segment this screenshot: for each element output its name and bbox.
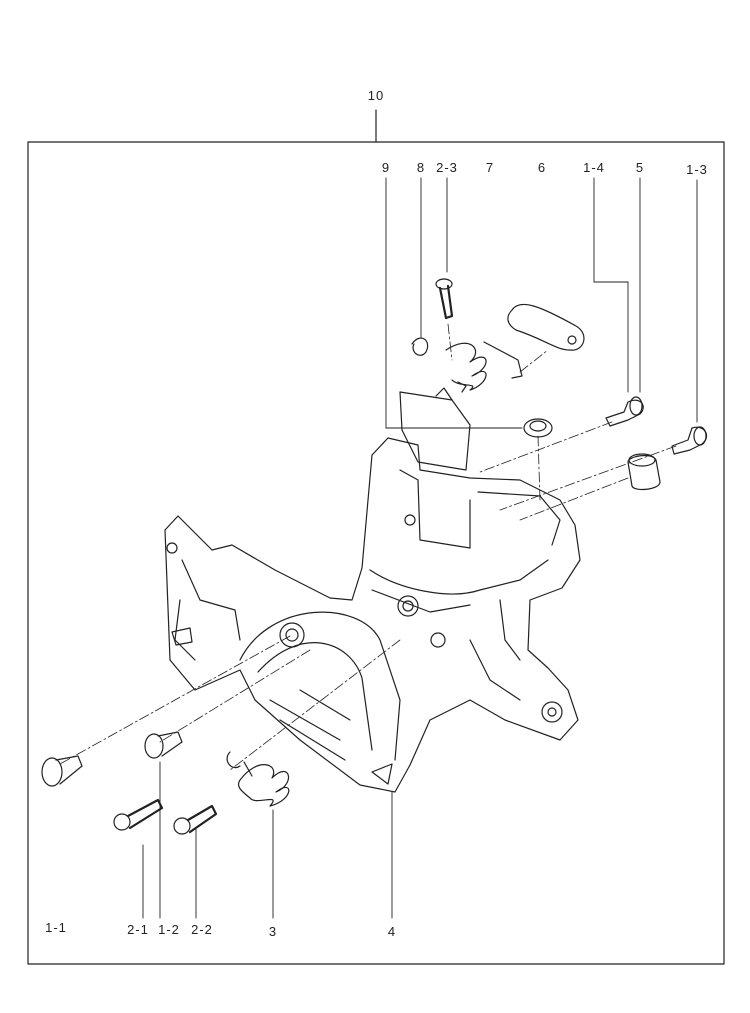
screw-part-2-1	[113, 798, 164, 831]
torsion-spring-lower	[226, 751, 290, 807]
assembly-frame	[27, 109, 725, 965]
label-part-9: 9	[381, 160, 391, 175]
link-lever	[507, 303, 585, 351]
label-assembly: 10	[367, 88, 385, 103]
label-part-8: 8	[416, 160, 426, 175]
grommet	[523, 418, 553, 438]
bushing	[627, 453, 661, 491]
screw-part-1-2	[144, 731, 183, 759]
label-part-1-1: 1-1	[45, 920, 67, 935]
label-part-6: 6	[537, 160, 547, 175]
pin-part-5	[605, 396, 644, 427]
label-part-4: 4	[387, 924, 397, 939]
label-part-1-4: 1-4	[583, 160, 605, 175]
label-part-2-1: 2-1	[127, 922, 149, 937]
screw-part-2-2	[173, 804, 218, 835]
screw-part-1-1	[41, 755, 83, 787]
screw-upper	[435, 278, 454, 320]
label-part-1-3: 1-3	[686, 162, 708, 177]
label-part-2-2: 2-2	[191, 922, 213, 937]
pin-part-1-3	[671, 426, 707, 455]
main-housing	[164, 437, 581, 793]
torsion-spring-upper	[411, 337, 523, 393]
label-part-1-2: 1-2	[158, 922, 180, 937]
leader-lines	[142, 177, 698, 919]
label-part-5: 5	[635, 160, 645, 175]
label-part-7: 7	[485, 160, 495, 175]
cover-plate	[399, 387, 471, 471]
label-part-2-3: 2-3	[436, 160, 458, 175]
assembly-axes	[59, 323, 677, 771]
label-part-3: 3	[268, 924, 278, 939]
